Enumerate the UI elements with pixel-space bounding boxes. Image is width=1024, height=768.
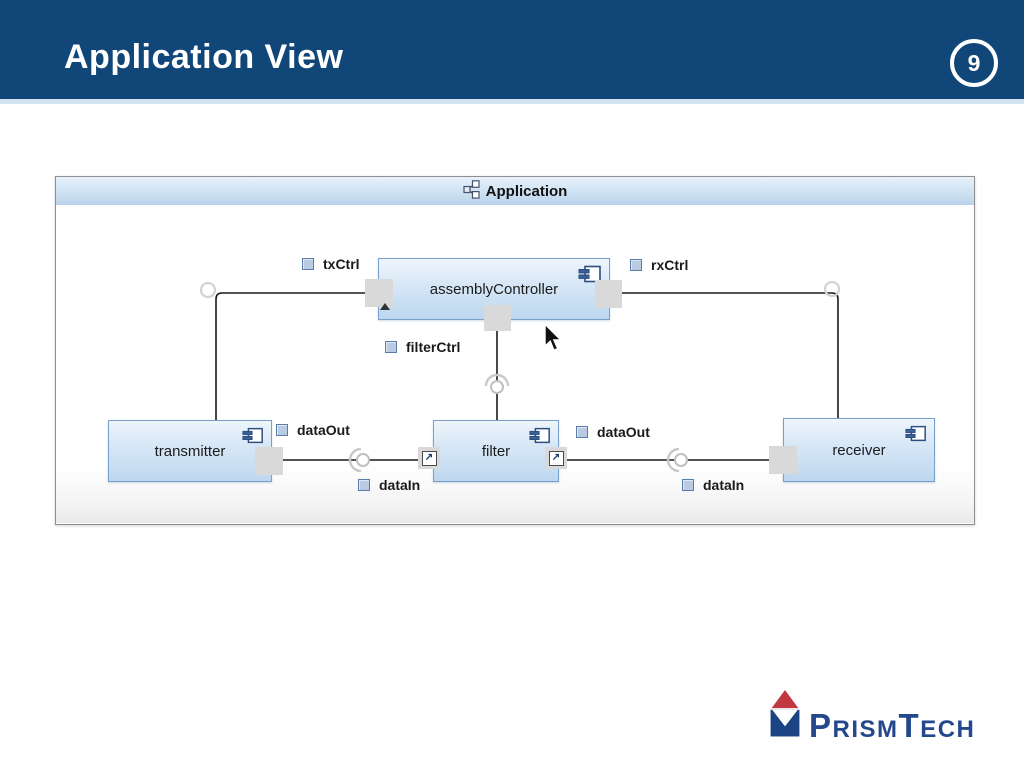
component-receiver: receiver: [783, 418, 935, 482]
expand-triangle-icon: [380, 303, 390, 310]
port-type-square-icon: [358, 479, 370, 491]
mouse-cursor-icon: [543, 322, 564, 357]
uml-component-icon: [578, 264, 602, 288]
wire-txctrl: [215, 292, 371, 420]
port-assembly-left: [365, 279, 393, 307]
diagram-canvas: assemblyController transmitter filte: [56, 205, 974, 523]
label-filterctrl: filterCtrl: [385, 339, 460, 355]
port-type-square-icon: [630, 259, 642, 271]
delegate-arrow-icon: ↗: [421, 450, 437, 466]
label-txctrl: txCtrl: [302, 256, 360, 272]
prism-icon: [770, 690, 800, 742]
uml-component-icon: [242, 426, 264, 449]
component-label: assemblyController: [429, 280, 559, 298]
connector-layer: [199, 280, 841, 473]
port-transmitter-right: [255, 447, 283, 475]
port-filter-left: ↗: [418, 447, 440, 469]
component-filter: filter: [433, 420, 559, 482]
port-type-square-icon: [276, 424, 288, 436]
label-dataout-right: dataOut: [576, 424, 650, 440]
socket-right: [666, 447, 680, 473]
uml-component-icon: [529, 426, 551, 449]
bend-handle-right: [823, 280, 841, 298]
page-number: 9: [967, 49, 981, 76]
label-datain-left: dataIn: [358, 477, 420, 493]
prismtech-logo: PRISMTECH: [770, 690, 975, 742]
uml-component-icon: [905, 424, 927, 447]
slide-header: Application View 9: [0, 0, 1024, 104]
component-label: transmitter: [154, 442, 226, 460]
port-type-square-icon: [682, 479, 694, 491]
label-datain-right: dataIn: [682, 477, 744, 493]
port-assembly-right: [595, 280, 622, 308]
port-type-square-icon: [302, 258, 314, 270]
application-diagram-panel: Application: [55, 176, 975, 525]
label-rxctrl: rxCtrl: [630, 257, 688, 273]
component-transmitter: transmitter: [108, 420, 272, 482]
port-assembly-bottom: [484, 305, 511, 331]
component-label: receiver: [832, 441, 886, 459]
page-title: Application View: [64, 38, 344, 76]
assembly-tree-icon: [463, 179, 480, 203]
prismtech-wordmark: PRISMTECH: [809, 707, 976, 744]
socket-center: [484, 373, 510, 387]
page-number-badge: 9: [950, 39, 998, 87]
ball-center: [490, 380, 504, 394]
port-receiver-left: [769, 446, 797, 474]
label-dataout-left: dataOut: [276, 422, 350, 438]
delegate-arrow-icon: ↗: [548, 450, 564, 466]
port-filter-right: ↗: [545, 447, 567, 469]
port-type-square-icon: [576, 426, 588, 438]
bend-handle-left: [199, 281, 217, 299]
diagram-title: Application: [485, 182, 568, 200]
wire-rxctrl: [610, 292, 839, 418]
ball-left: [356, 453, 370, 467]
ball-right: [674, 453, 688, 467]
socket-left: [348, 447, 362, 473]
component-label: filter: [481, 442, 511, 460]
diagram-titlebar: Application: [56, 177, 974, 206]
port-type-square-icon: [385, 341, 397, 353]
